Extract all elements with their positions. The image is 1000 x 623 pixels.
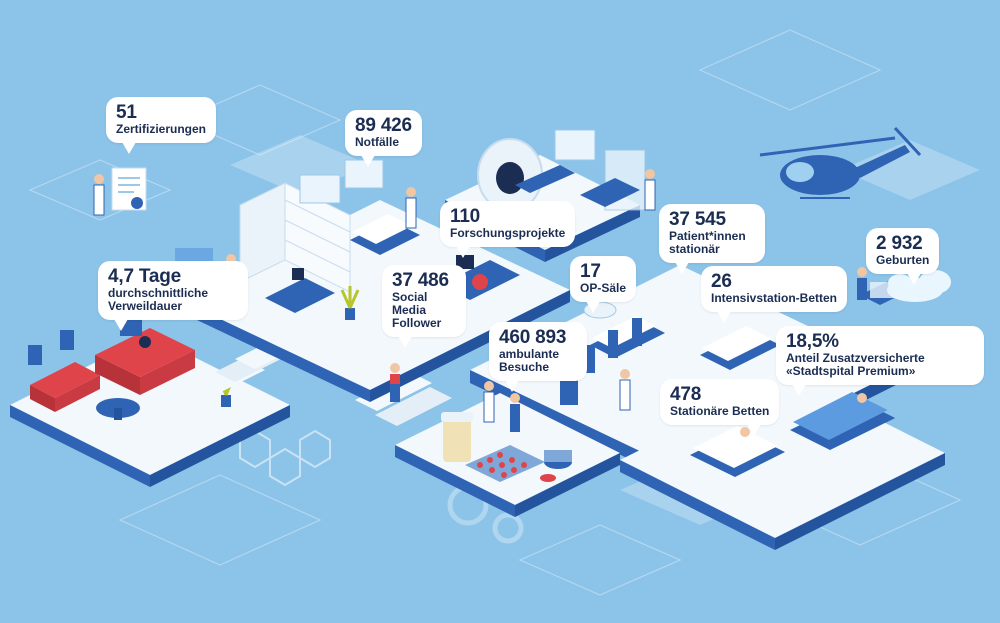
stat-bubble-opsaele: 17 OP-Säle [570,256,637,313]
stat-label: Forschungsprojekte [450,226,566,240]
stat-label: Notfälle [355,135,400,149]
stat-bubble-forschung: 110 Forschungsprojekte [440,201,576,258]
stat-bubble-zusatz: 18,5% Anteil Zusatzversicherte «Stadtspi… [776,326,984,396]
stat-label: durchschnittliche Verweildauer [108,286,209,313]
stat-value: 460 893 [499,327,567,348]
stat-bubble-social: 37 486 Social Media Follower [382,265,466,348]
stat-label: OP-Säle [580,281,627,295]
stat-value: 110 [450,206,481,227]
central-floor [175,159,570,402]
stat-value: 17 [580,261,601,282]
stat-bubble-betten: 478 Stationäre Betten [660,379,780,436]
stat-bubble-notfaelle: 89 426 Notfälle [345,110,422,167]
stat-value: 37 486 [392,270,449,291]
stat-label: Patient*innen stationär [669,229,746,256]
pharmacy-floor [395,393,620,517]
stat-label: Stationäre Betten [670,404,770,418]
cloud [887,270,951,302]
stat-bubble-ambulant: 460 893 ambulante Besuche [489,322,587,392]
stat-label: ambulante Besuche [499,347,560,374]
stat-value: 4,7 Tage [108,266,182,287]
stat-bubble-verweildauer: 4,7 Tage durchschnittliche Verweildauer [98,261,248,331]
stat-label: Social Media Follower [392,290,442,330]
stat-value: 2 932 [876,233,923,254]
molecule-icon [239,429,331,487]
stat-value: 18,5% [786,331,839,352]
stat-label: Anteil Zusatzversicherte «Stadtspital Pr… [786,351,925,378]
stat-value: 478 [670,384,702,405]
helicopter [759,126,922,199]
stat-value: 26 [711,271,732,292]
stat-value: 37 545 [669,209,726,230]
stat-bubble-geburten: 2 932 Geburten [866,228,940,285]
stat-value: 51 [116,102,137,123]
stat-label: Intensivstation-Betten [711,291,838,305]
certificate-icon [111,167,147,211]
stat-bubble-zertifizierungen: 51 Zertifizierungen [106,97,217,154]
stat-label: Geburten [876,253,930,267]
stat-bubble-stationaer: 37 545 Patient*innen stationär [659,204,765,274]
stat-value: 89 426 [355,115,412,136]
stat-label: Zertifizierungen [116,122,207,136]
beds-floor [620,375,945,550]
stat-bubble-intensiv: 26 Intensivstation-Betten [701,266,848,323]
